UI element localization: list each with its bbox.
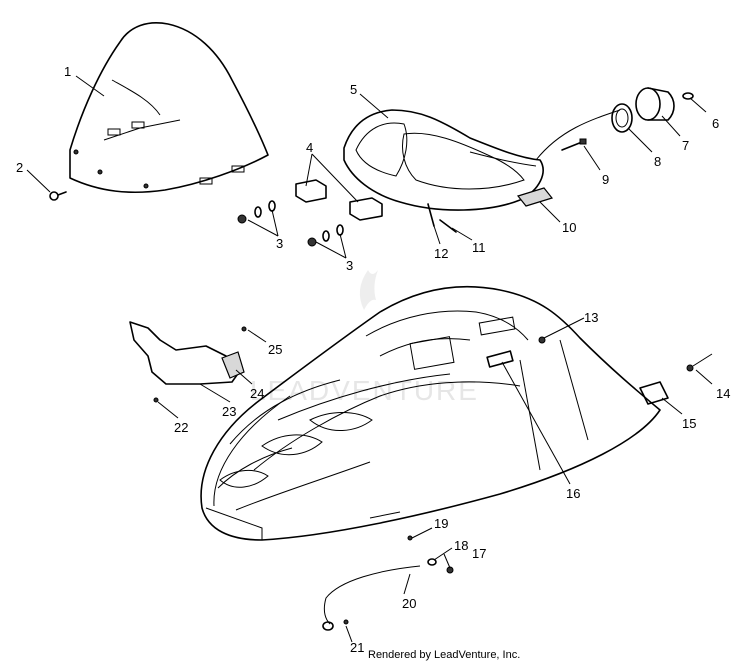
callout-21: 21 <box>350 640 364 655</box>
windshield-screw <box>49 191 67 201</box>
clip-and-pin <box>427 203 457 233</box>
side-plate <box>639 381 669 405</box>
callout-23: 23 <box>222 404 236 419</box>
callout-3b: 3 <box>346 258 353 273</box>
callout-4: 4 <box>306 140 313 155</box>
callout-1: 1 <box>64 64 71 79</box>
callout-8: 8 <box>654 154 661 169</box>
callout-12: 12 <box>434 246 448 261</box>
callout-13: 13 <box>584 310 598 325</box>
gauge-ring <box>611 103 633 133</box>
hood-latch <box>486 350 514 368</box>
callout-6: 6 <box>712 116 719 131</box>
callout-25: 25 <box>268 342 282 357</box>
callout-7: 7 <box>682 138 689 153</box>
footer-credit: Rendered by LeadVenture, Inc. <box>368 649 520 661</box>
side-fastener <box>686 353 713 372</box>
callout-2: 2 <box>16 160 23 175</box>
callout-17: 17 <box>472 546 486 561</box>
cable-assembly <box>322 535 454 631</box>
side-panel-bracket <box>129 321 247 403</box>
callout-19: 19 <box>434 516 448 531</box>
callout-9: 9 <box>602 172 609 187</box>
leader-lines <box>26 75 713 643</box>
callout-3a: 3 <box>276 236 283 251</box>
console <box>343 109 544 211</box>
callout-10: 10 <box>562 220 576 235</box>
windshield <box>69 22 269 194</box>
callout-24: 24 <box>250 386 264 401</box>
callout-5: 5 <box>350 82 357 97</box>
callout-14: 14 <box>716 386 730 401</box>
gauge-bulb <box>682 92 694 100</box>
callout-18: 18 <box>454 538 468 553</box>
callout-15: 15 <box>682 416 696 431</box>
hood <box>200 285 661 541</box>
callout-11: 11 <box>472 240 486 255</box>
wire-harness <box>535 109 621 161</box>
callout-16: 16 <box>566 486 580 501</box>
hood-fastener <box>538 336 546 344</box>
gauge <box>635 87 675 121</box>
console-pad <box>516 187 554 207</box>
callout-20: 20 <box>402 596 416 611</box>
callout-labels: 1 2 3 3 4 5 6 7 8 9 10 11 12 13 14 15 16… <box>16 64 730 655</box>
callout-22: 22 <box>174 420 188 435</box>
brackets <box>295 179 383 221</box>
